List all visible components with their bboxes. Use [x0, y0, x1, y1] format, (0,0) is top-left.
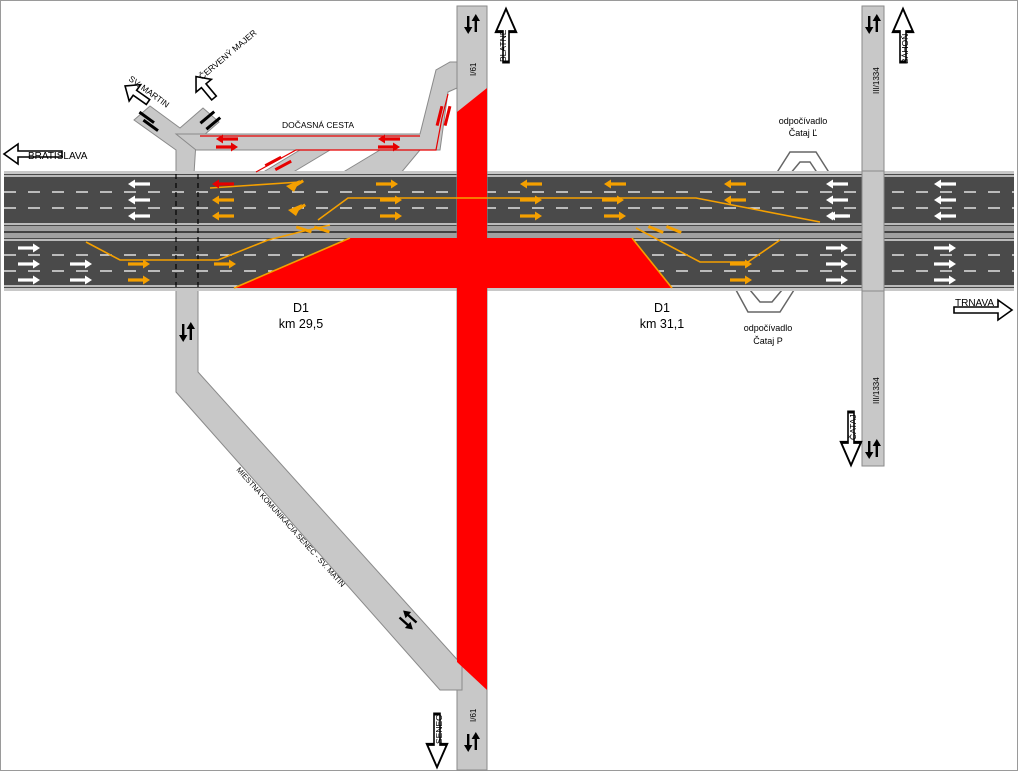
rest-area-right [735, 289, 795, 313]
junction-arrows [138, 110, 222, 132]
road-temporary [174, 61, 458, 151]
label-cerveny-majer: ČERVENÝ MAJER [197, 28, 259, 82]
label-i61-top: I/61 [469, 62, 478, 76]
label-iii1334-bottom: III/1334 [872, 377, 881, 404]
road-temporary-ramp-right [338, 149, 422, 175]
local-road-underpass [175, 174, 199, 290]
label-cataj: ČATAJ [848, 414, 858, 440]
label-rest-left-2: Čataj Ľ [789, 128, 818, 138]
label-d1-right-km: km 31,1 [640, 317, 685, 331]
label-d1-right-name: D1 [654, 301, 670, 315]
label-cerveny-majer-text: ČERVENÝ MAJER [197, 28, 259, 82]
lane-arrows-eastbound-orange [128, 225, 752, 285]
closure-area [234, 88, 672, 690]
lane-arrows-temporary [216, 105, 452, 171]
label-iii1334-top: III/1334 [872, 67, 881, 94]
label-rest-left-1: odpočívadlo [779, 116, 828, 126]
label-blatne: BLATNÉ [498, 29, 508, 62]
label-senec: SENEC [434, 715, 444, 744]
label-docasna-cesta: DOČASNÁ CESTA [282, 120, 354, 130]
label-d1-left-km: km 29,5 [279, 317, 324, 331]
road-junction-northwest [133, 105, 220, 175]
label-rest-right-2: Čataj P [753, 336, 783, 346]
label-trnava: TRNAVA [955, 298, 994, 309]
bridge-iii1334 [861, 170, 885, 292]
rest-area-right-inner [749, 289, 783, 303]
lane-arrows-westbound-orange [212, 179, 746, 221]
rest-area-left-inner [789, 161, 819, 175]
guidance-lines [85, 181, 821, 289]
label-bahon: BÁHOŇ [900, 34, 910, 64]
label-d1-left-name: D1 [293, 301, 309, 315]
label-rest-right-1: odpočívadlo [744, 323, 793, 333]
label-i61-bottom: I/61 [469, 708, 478, 722]
closure-eastbound [234, 238, 672, 288]
road-local-senec [175, 289, 463, 691]
label-bratislava: BRATISLAVA [28, 151, 88, 162]
rest-area-left [775, 151, 831, 175]
side-roads [133, 5, 885, 771]
